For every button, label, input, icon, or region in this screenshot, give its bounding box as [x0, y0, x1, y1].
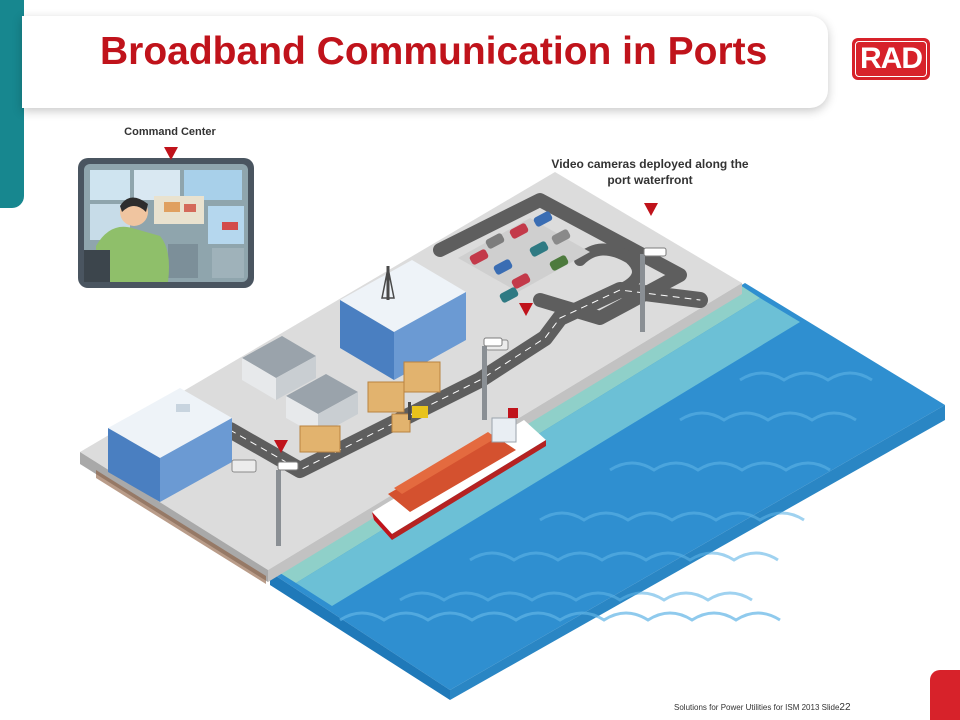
corner-accent-tab — [930, 670, 960, 720]
command-center-marker-icon — [164, 147, 178, 160]
command-center-label: Command Center — [124, 126, 216, 138]
slide-footer: Solutions for Power Utilities for ISM 20… — [674, 702, 851, 713]
camera-location-marker-icon — [274, 440, 288, 453]
container-ship-icon — [372, 408, 546, 540]
slide-number: 22 — [839, 702, 851, 713]
left-accent-bar — [0, 0, 24, 208]
office-building-right — [340, 260, 466, 380]
camera-location-marker-icon — [519, 303, 533, 316]
forklift-icon — [408, 402, 428, 420]
camera-pole-icon — [640, 247, 667, 332]
title-banner: Broadband Communication in Ports — [22, 16, 828, 108]
rad-logo: RAD — [852, 38, 930, 80]
pallet-stacks — [299, 361, 441, 453]
roads — [222, 193, 708, 478]
slide-title: Broadband Communication in Ports — [100, 30, 768, 73]
camera-pole-icon — [276, 461, 299, 546]
warehouses — [242, 336, 358, 436]
office-building-left — [108, 388, 232, 502]
video-cameras-label: Video cameras deployed along the port wa… — [551, 157, 749, 187]
command-center-monitor — [78, 158, 254, 288]
video-camera-marker-icon — [644, 203, 658, 216]
footer-text: Solutions for Power Utilities for ISM 20… — [674, 703, 840, 712]
parking-lot — [458, 211, 590, 303]
camera-pole-icon — [482, 337, 503, 420]
